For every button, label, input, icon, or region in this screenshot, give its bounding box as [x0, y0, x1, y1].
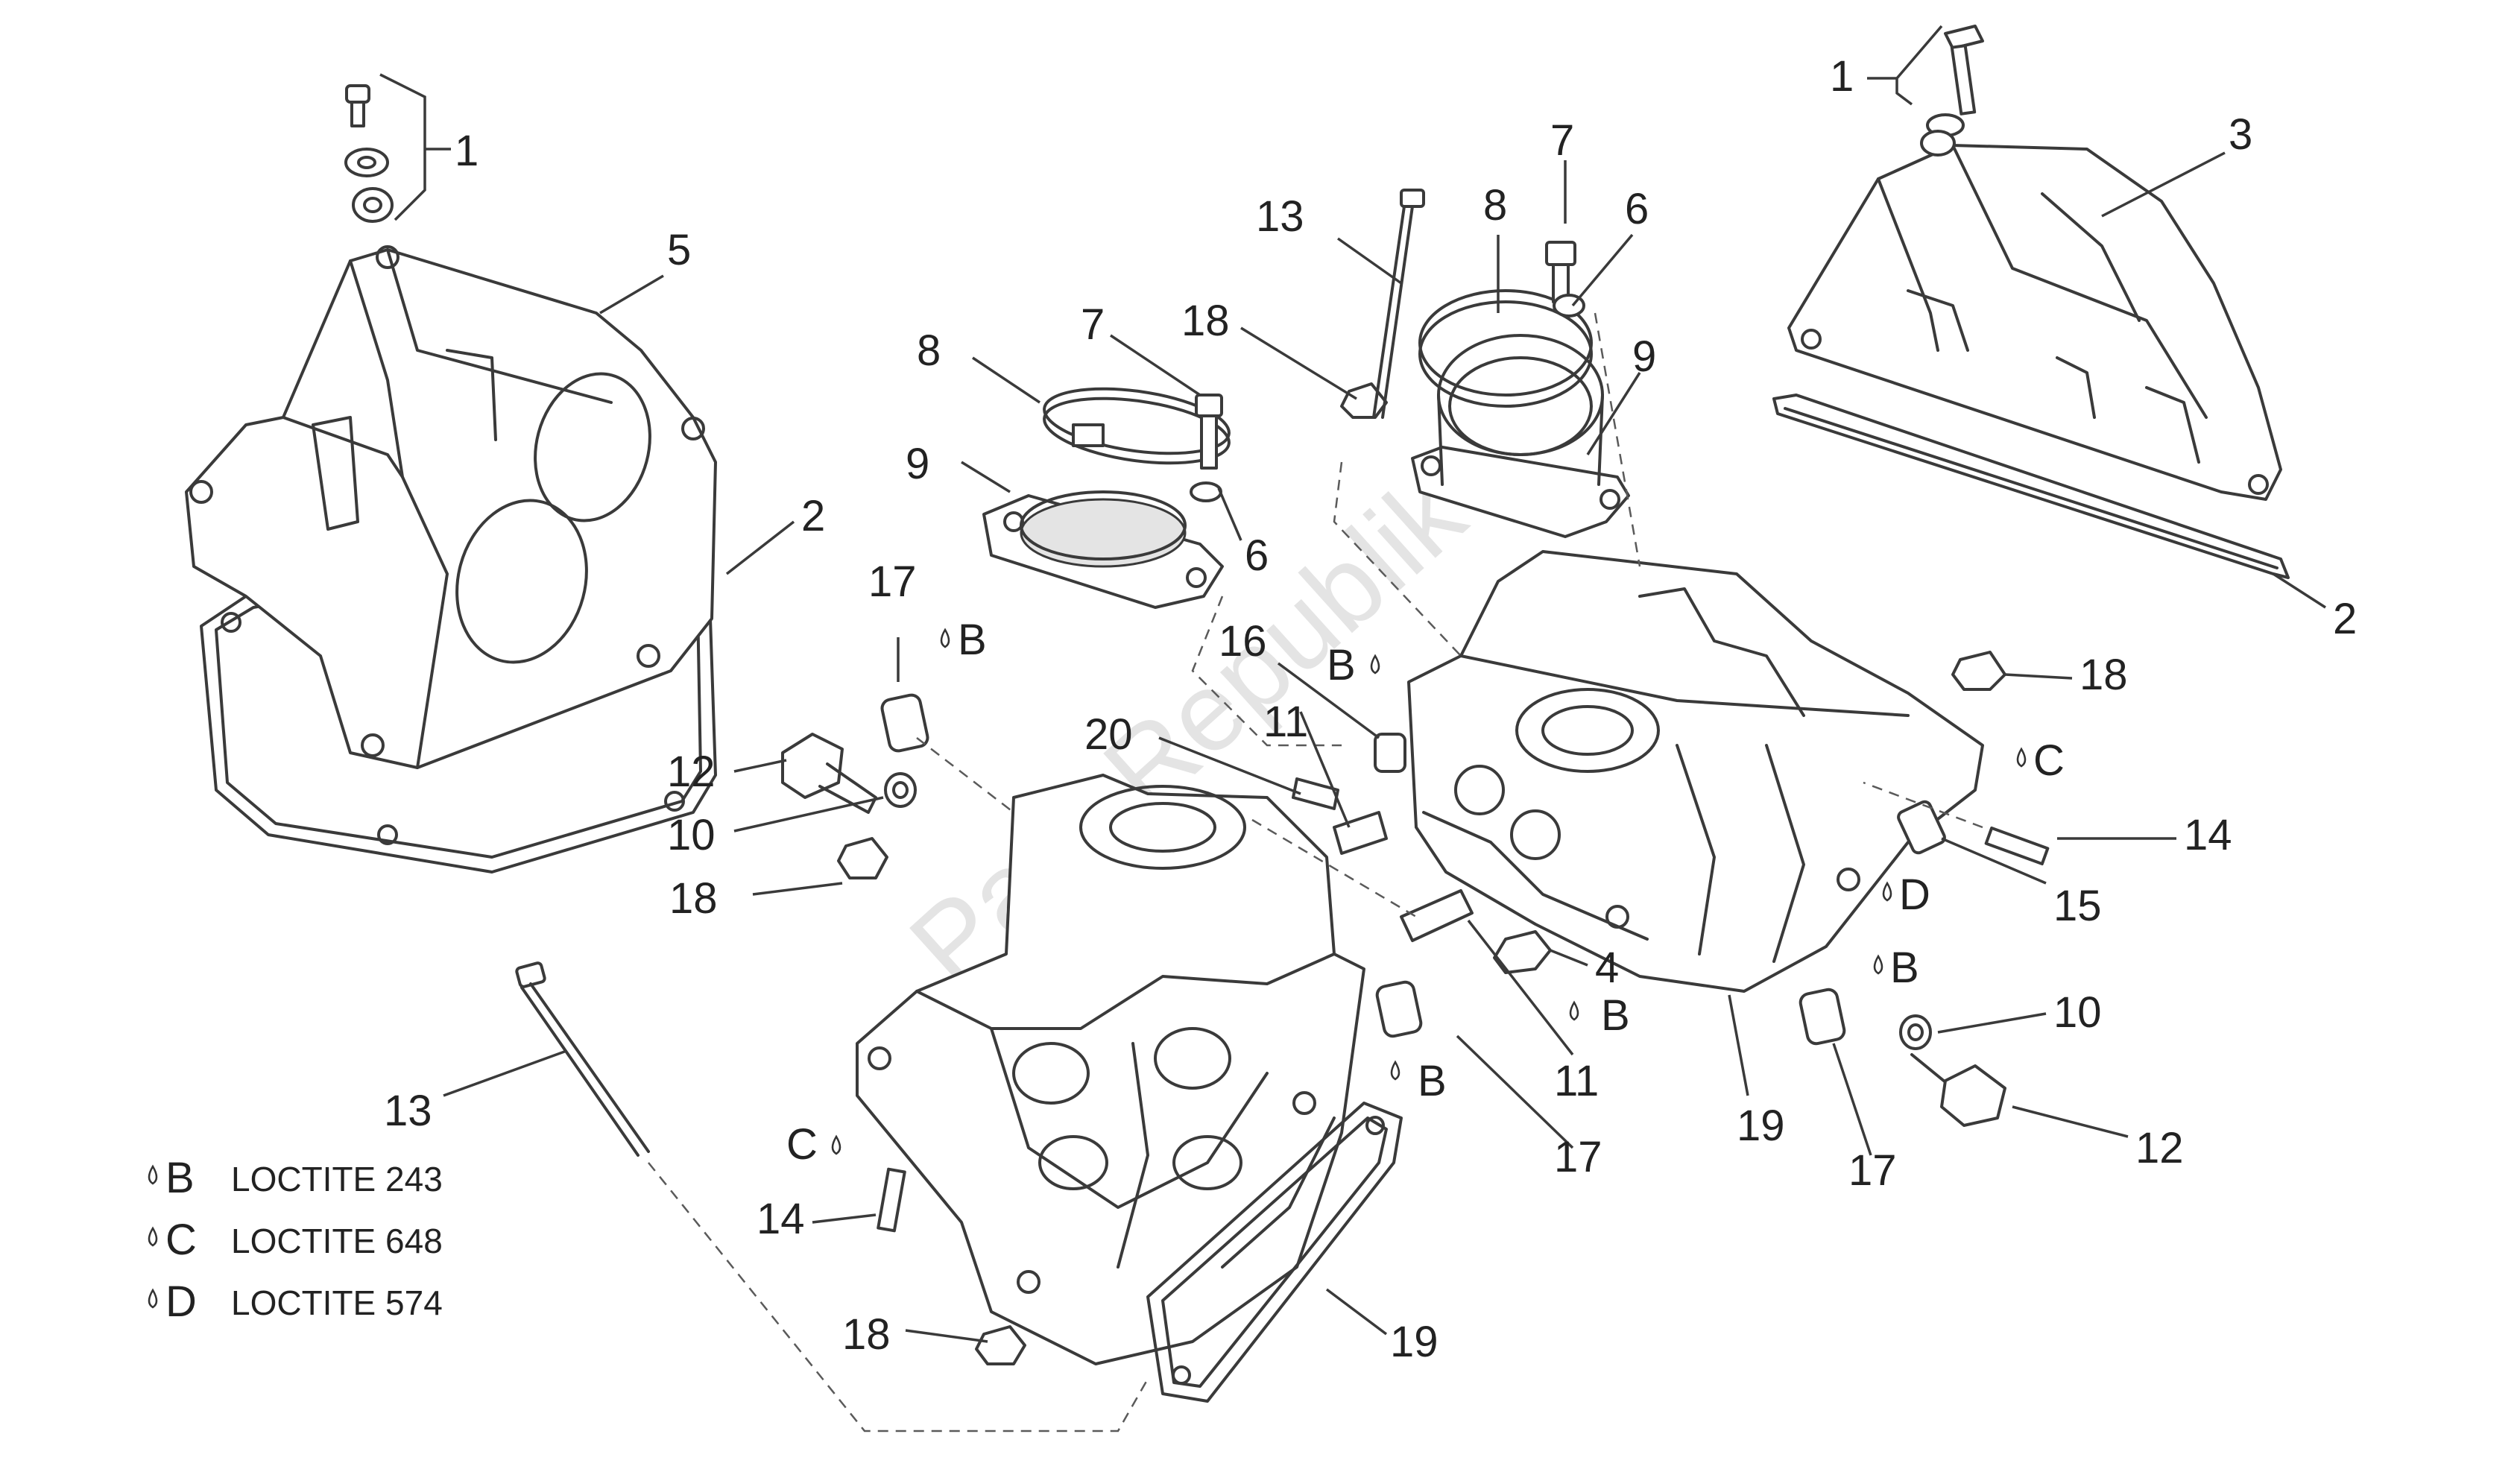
callout-13: 13 [384, 1087, 432, 1135]
callout-8: 8 [917, 326, 941, 375]
right-clamp-screw [1545, 241, 1585, 318]
left-intake-manifold [982, 490, 1224, 609]
bush [1374, 733, 1406, 773]
callout-4: 4 [1595, 944, 1619, 992]
locating-sleeves [880, 693, 1846, 1046]
drop-marker-b: B [1327, 641, 1380, 689]
svg-text:B: B [1890, 944, 1919, 992]
callout-13: 13 [1256, 192, 1304, 241]
svg-text:C: C [2033, 736, 2065, 785]
callout-5: 5 [667, 226, 691, 274]
callout-7: 7 [1081, 300, 1105, 349]
callout-17: 17 [1554, 1133, 1602, 1181]
callout-6: 6 [1245, 531, 1269, 580]
right-cover-bolt [1920, 25, 1984, 157]
callout-14: 14 [757, 1195, 805, 1243]
assembly-lines [648, 312, 1983, 1432]
callout-16: 16 [1219, 617, 1267, 666]
drop-marker-c: C [786, 1120, 841, 1169]
svg-text:C: C [786, 1120, 818, 1169]
callout-6: 6 [1625, 185, 1649, 233]
left-valve-cover [185, 245, 717, 769]
flange-nuts [837, 382, 2006, 1365]
callout-9: 9 [1632, 332, 1656, 381]
legend-row-b: B LOCTITE 243 [148, 1154, 443, 1202]
drop-marker-b: B [940, 616, 987, 664]
left-temp-sensor [781, 733, 877, 814]
front-head-gasket [1146, 1102, 1403, 1403]
callout-11: 11 [1263, 698, 1308, 746]
legend-key: C [165, 1216, 197, 1264]
plates [1333, 811, 1474, 942]
drop-marker-c: C [2016, 736, 2065, 785]
callout-10: 10 [667, 811, 716, 859]
callout-7: 7 [1550, 116, 1574, 165]
legend-row-c: C LOCTITE 648 [148, 1216, 443, 1264]
drop-marker-d: D [1882, 871, 1930, 919]
callout-10: 10 [2053, 988, 2102, 1037]
callout-15: 15 [2053, 882, 2102, 930]
right-valve-cover-gasket [1772, 394, 2290, 579]
studs [877, 826, 2050, 1233]
callout-20: 20 [1084, 710, 1133, 759]
callout-19: 19 [1737, 1102, 1785, 1150]
callout-1: 1 [1830, 52, 1854, 101]
drop-marker-b: B [1873, 944, 1919, 992]
callout-18: 18 [1181, 297, 1230, 345]
callout-17: 17 [868, 557, 917, 606]
right-valve-cover [1787, 144, 2282, 501]
left-clamp-screw [1190, 394, 1223, 502]
legend-label: LOCTITE 574 [231, 1283, 443, 1322]
svg-text:D: D [1899, 871, 1930, 919]
legend-key: B [165, 1154, 195, 1202]
callout-18: 18 [842, 1310, 891, 1359]
long-bolts [515, 189, 1425, 1157]
callout-12: 12 [2135, 1124, 2184, 1172]
callout-numbers: 1 5 2 1 3 2 7 8 6 9 13 18 8 7 9 6 17 16 … [384, 52, 2357, 1366]
callout-11: 11 [1554, 1057, 1599, 1105]
left-hose-clamp [1043, 387, 1231, 465]
callout-8: 8 [1483, 181, 1507, 230]
callout-19: 19 [1390, 1318, 1439, 1366]
left-cover-bolt [344, 84, 394, 223]
svg-text:B: B [1418, 1057, 1447, 1105]
sealing-washers [884, 772, 1932, 1050]
leader-lines [379, 25, 2326, 1343]
drop-marker-b: B [1569, 991, 1630, 1040]
callout-12: 12 [667, 748, 716, 796]
svg-text:B: B [1327, 641, 1356, 689]
callout-2: 2 [2333, 595, 2357, 643]
svg-text:B: B [1601, 991, 1630, 1040]
legend-label: LOCTITE 243 [231, 1160, 443, 1198]
right-temp-sensor [1910, 1053, 2006, 1127]
svg-text:B: B [958, 616, 987, 664]
legend-row-d: D LOCTITE 574 [148, 1277, 443, 1326]
callout-14: 14 [2184, 811, 2232, 859]
callout-18: 18 [669, 874, 718, 923]
legend-label: LOCTITE 648 [231, 1222, 443, 1260]
adhesive-markers: B B C D B B B C [786, 616, 2065, 1169]
callout-3: 3 [2229, 110, 2252, 159]
fitting [1897, 800, 1946, 855]
legend-key: D [165, 1277, 197, 1326]
callout-18: 18 [2080, 651, 2128, 699]
callout-9: 9 [906, 440, 929, 488]
callout-1: 1 [455, 127, 479, 175]
nut [1493, 930, 1552, 974]
callout-2: 2 [801, 492, 825, 540]
callout-17: 17 [1848, 1146, 1897, 1195]
right-hose-clamp [1418, 289, 1593, 408]
loctite-legend: B LOCTITE 243 C LOCTITE 648 D LOCTITE 57… [148, 1154, 443, 1326]
rear-cylinder-head [1407, 550, 1984, 993]
drop-marker-b: B [1390, 1057, 1447, 1105]
